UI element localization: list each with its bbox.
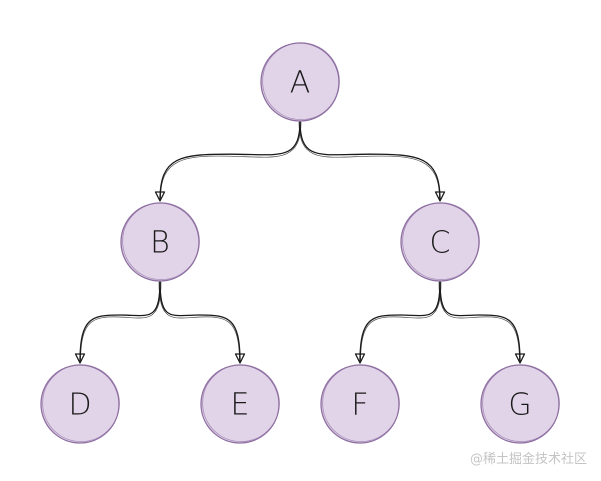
arrowhead xyxy=(514,353,526,364)
node-circle-outline xyxy=(122,202,200,280)
arrowhead xyxy=(354,353,366,364)
node-a: A xyxy=(260,42,340,122)
edge-B-D xyxy=(74,280,162,364)
node-label: A xyxy=(290,66,311,101)
node-label: G xyxy=(508,388,531,423)
node-c: C xyxy=(400,202,480,282)
node-circle-outline xyxy=(482,364,560,443)
node-label: B xyxy=(150,226,170,261)
edge-B-E xyxy=(158,280,246,364)
arrowhead xyxy=(434,191,446,202)
node-b: B xyxy=(120,202,200,282)
edge-A-C xyxy=(298,120,446,202)
edge-A-B xyxy=(154,120,302,202)
watermark: @稀土掘金技术社区 xyxy=(469,452,587,467)
nodes-layer: A B C D E F G xyxy=(40,42,560,444)
node-d: D xyxy=(40,364,120,444)
node-f: F xyxy=(320,364,400,444)
node-label: E xyxy=(231,388,250,423)
node-label: F xyxy=(351,388,368,423)
edge-C-G xyxy=(438,280,526,364)
node-e: E xyxy=(200,364,280,444)
node-label: D xyxy=(68,388,91,423)
node-circle-outline xyxy=(42,364,120,443)
node-circle-outline xyxy=(402,202,480,280)
arrowhead xyxy=(154,191,166,202)
edge-C-F xyxy=(354,280,442,364)
node-g: G xyxy=(480,364,560,444)
node-circle-outline xyxy=(202,364,280,443)
edges-layer xyxy=(74,120,526,364)
arrowhead xyxy=(74,353,86,364)
arrowhead xyxy=(234,353,246,364)
node-label: C xyxy=(430,226,451,261)
node-circle-outline xyxy=(262,42,340,120)
node-circle-outline xyxy=(322,364,400,443)
